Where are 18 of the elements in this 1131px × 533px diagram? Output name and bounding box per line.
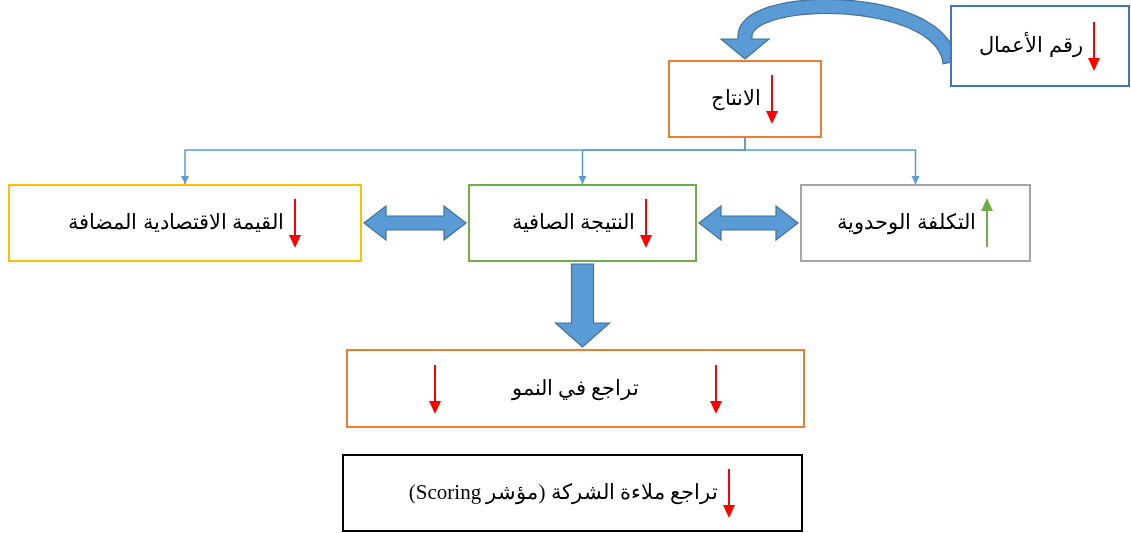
block-arrow bbox=[553, 263, 612, 348]
block-arrow bbox=[363, 204, 467, 242]
process-box bbox=[468, 184, 697, 262]
process-box bbox=[346, 349, 805, 428]
box-label: الانتاج bbox=[711, 85, 761, 113]
process-box bbox=[8, 184, 362, 262]
box-label: تراجع في النمو bbox=[511, 374, 640, 403]
process-box bbox=[950, 5, 1130, 87]
process-box bbox=[800, 184, 1031, 262]
process-box bbox=[668, 60, 822, 138]
box-label: القيمة الاقتصادية المضافة bbox=[68, 209, 284, 237]
process-box bbox=[342, 454, 803, 532]
box-label: تراجع ملاءة الشركة (مؤشر Scoring) bbox=[408, 479, 719, 507]
block-arrow bbox=[698, 204, 799, 242]
box-label: التكلفة الوحدوية bbox=[837, 209, 976, 237]
box-label: رقم الأعمال bbox=[979, 31, 1083, 60]
connector-arrow bbox=[181, 137, 746, 185]
box-label: النتيجة الصافية bbox=[511, 209, 636, 237]
